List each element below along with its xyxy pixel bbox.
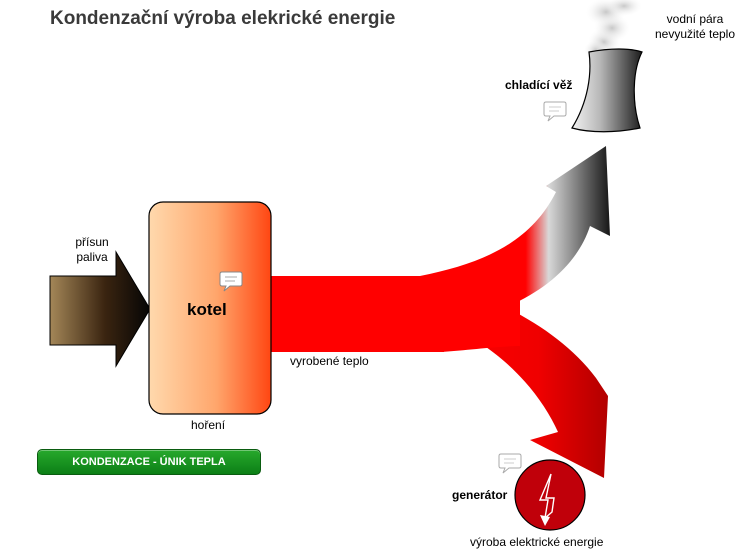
boiler-shape	[148, 201, 272, 415]
condensation-heat-loss-button[interactable]: KONDENZACE - ÚNIK TEPLA	[37, 449, 261, 475]
produced-heat-label: vyrobené teplo	[290, 354, 369, 368]
comment-bubble-icon[interactable]	[219, 271, 243, 292]
vapor-label-line1: vodní pára	[666, 12, 724, 26]
vapor-label-line2: nevyužité teplo	[654, 27, 736, 41]
burning-label: hoření	[191, 418, 226, 432]
generator-shape	[514, 459, 586, 531]
comment-bubble-icon[interactable]	[543, 101, 567, 122]
diagram-title: Kondenzační výroba elekrické energie	[50, 8, 396, 29]
cooling-tower-label: chladící věž	[505, 78, 573, 92]
electricity-flow-arrow	[270, 276, 608, 478]
comment-bubble-icon[interactable]	[498, 453, 522, 474]
fuel-input-arrow	[49, 250, 151, 368]
fuel-label-line1: přísun	[75, 235, 109, 249]
lightning-arrowhead	[540, 515, 550, 526]
vapor-label: vodní pára nevyužité teplo	[640, 12, 750, 42]
generator-label: generátor	[452, 488, 508, 502]
fuel-input-label: přísun paliva	[62, 235, 122, 265]
fuel-label-line2: paliva	[76, 250, 108, 264]
heat-flow-band	[268, 276, 444, 352]
cooling-tower-shape	[571, 48, 643, 133]
heat-flow-join	[440, 276, 520, 352]
boiler-label: kotel	[187, 300, 227, 319]
lightning-icon	[538, 473, 555, 520]
electricity-output-label: výroba elektrické energie	[470, 535, 604, 549]
steam-plume	[584, 0, 642, 60]
